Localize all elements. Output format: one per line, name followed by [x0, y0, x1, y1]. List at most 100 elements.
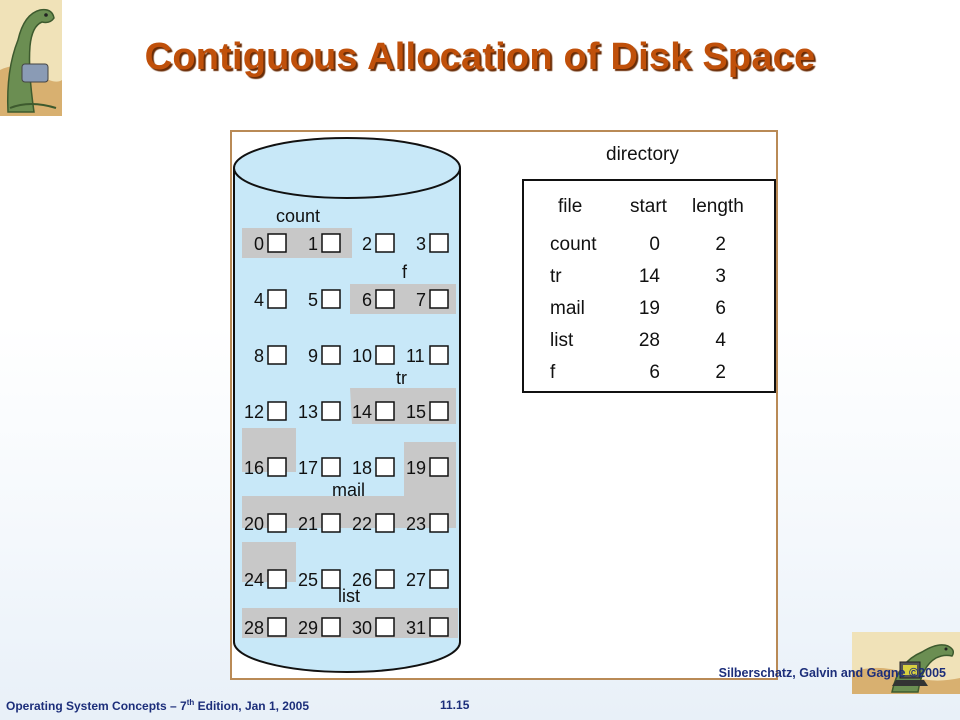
footer-copyright: Silberschatz, Galvin and Gagne ©2005 [718, 666, 946, 680]
directory-cell-start: 19 [639, 298, 660, 319]
block-box [375, 233, 395, 253]
block-number: 2 [362, 234, 372, 254]
footer-left-sup: th [186, 698, 195, 707]
block-number: 28 [244, 618, 264, 638]
block-box [429, 617, 449, 637]
directory-header-start: start [630, 196, 668, 217]
directory-cell-length: 3 [715, 266, 726, 287]
directory-cell-start: 28 [639, 330, 660, 351]
footer-left-text: Operating System Concepts – 7 [6, 699, 187, 713]
dinosaur-laptop-logo-icon [852, 632, 960, 694]
block-number: 9 [308, 346, 318, 366]
slide-title: Contiguous Allocation of Disk Space [144, 36, 816, 78]
block-box [429, 289, 449, 309]
block-number: 16 [244, 458, 264, 478]
block-number: 25 [298, 570, 318, 590]
block-box [429, 401, 449, 421]
footer-book-title: Operating System Concepts – 7th Edition,… [6, 698, 309, 713]
block-box [321, 513, 341, 533]
block-number: 0 [254, 234, 264, 254]
block-number: 26 [352, 570, 372, 590]
block-box [267, 513, 287, 533]
block-number: 27 [406, 570, 426, 590]
block-number: 10 [352, 346, 372, 366]
block-number: 5 [308, 290, 318, 310]
block-number: 20 [244, 514, 264, 534]
block-box [375, 457, 395, 477]
directory-table-border [522, 179, 776, 393]
block-box [321, 345, 341, 365]
block-number: 8 [254, 346, 264, 366]
slide-number: 11.15 [440, 698, 470, 712]
block-box [321, 457, 341, 477]
directory-cell-file: count [550, 234, 597, 255]
dinosaur-logo-icon [0, 0, 62, 116]
block-box [267, 401, 287, 421]
block-number: 19 [406, 458, 426, 478]
block-box [375, 569, 395, 589]
block-box [321, 401, 341, 421]
block-number: 12 [244, 402, 264, 422]
block-number: 15 [406, 402, 426, 422]
block-box [375, 401, 395, 421]
block-number: 13 [298, 402, 318, 422]
block-box [321, 233, 341, 253]
block-box [429, 513, 449, 533]
directory-cell-start: 6 [649, 362, 660, 383]
block-number: 17 [298, 458, 318, 478]
directory-title: directory [606, 144, 679, 165]
block-box [429, 345, 449, 365]
region-mail [242, 442, 456, 582]
block-box [429, 233, 449, 253]
directory-cell-length: 6 [715, 298, 726, 319]
block-box [375, 289, 395, 309]
block-number: 6 [362, 290, 372, 310]
disk-label-tr: tr [396, 368, 407, 388]
block-number: 3 [416, 234, 426, 254]
directory-cell-start: 14 [639, 266, 661, 287]
block-box [267, 457, 287, 477]
block-number: 22 [352, 514, 372, 534]
block-box [375, 345, 395, 365]
block-box [267, 345, 287, 365]
block-box [429, 457, 449, 477]
block-box [321, 569, 341, 589]
block-box [267, 289, 287, 309]
block-number: 31 [406, 618, 426, 638]
directory-cell-length: 2 [715, 362, 726, 383]
block-number: 30 [352, 618, 372, 638]
block-number: 29 [298, 618, 318, 638]
block-number: 21 [298, 514, 318, 534]
block-number: 4 [254, 290, 264, 310]
block-box [321, 289, 341, 309]
block-number: 14 [352, 402, 372, 422]
block-box [321, 617, 341, 637]
block-box [375, 513, 395, 533]
block-number: 1 [308, 234, 318, 254]
disk-label-count: count [276, 206, 320, 226]
directory-cell-file: mail [550, 298, 585, 319]
block-box [267, 233, 287, 253]
block-box [267, 569, 287, 589]
disk-label-f: f [402, 262, 408, 282]
footer-left-text-end: Edition, Jan 1, 2005 [194, 699, 310, 713]
directory-cell-length: 4 [715, 330, 726, 351]
block-number: 18 [352, 458, 372, 478]
block-box [267, 617, 287, 637]
directory-cell-length: 2 [715, 234, 726, 255]
block-number: 7 [416, 290, 426, 310]
disk-label-mail: mail [332, 480, 365, 500]
directory-cell-start: 0 [649, 234, 660, 255]
block-number: 23 [406, 514, 426, 534]
directory-header-length: length [692, 196, 744, 217]
block-box [375, 617, 395, 637]
directory-cell-file: list [550, 330, 574, 351]
directory-header-file: file [558, 196, 582, 217]
block-number: 11 [406, 346, 425, 366]
block-number: 24 [244, 570, 264, 590]
block-box [429, 569, 449, 589]
